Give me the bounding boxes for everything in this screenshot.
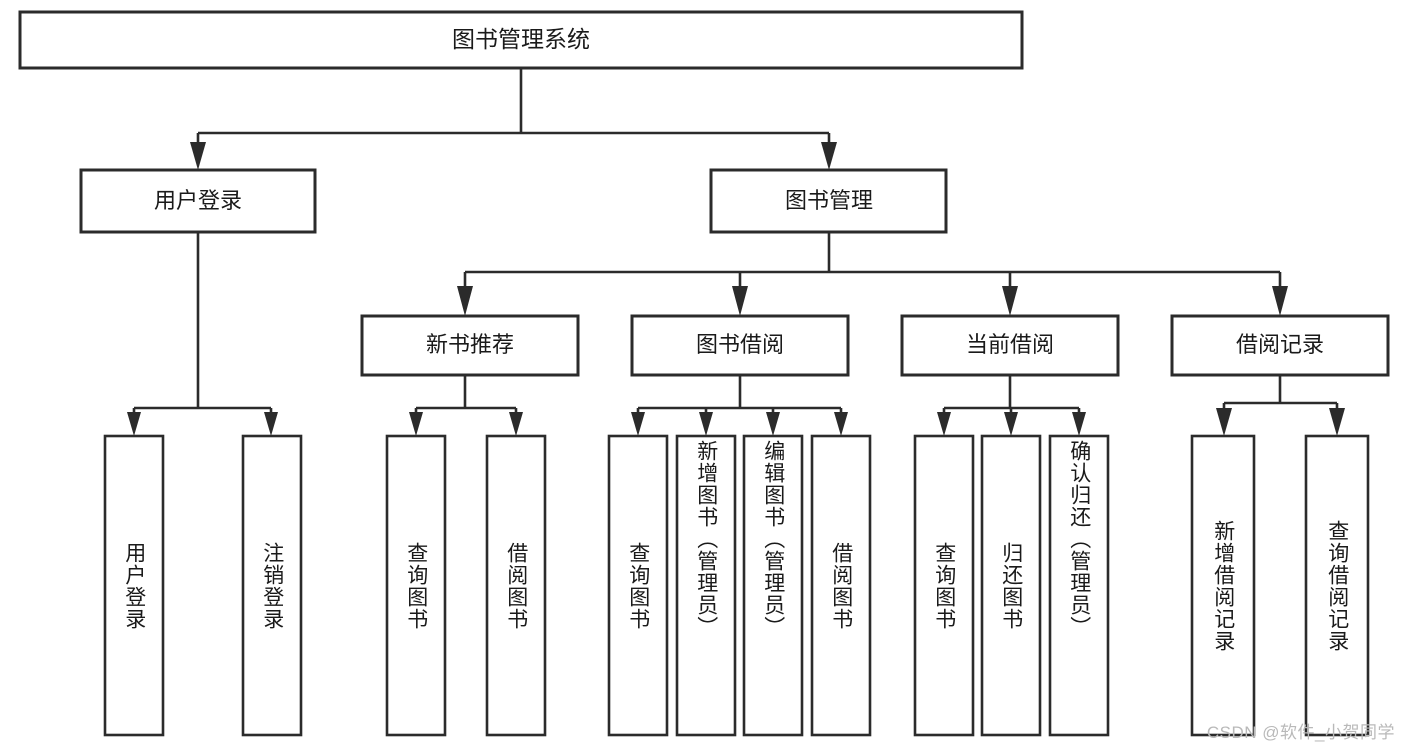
arrow-head-leaf-book-borrow-3 [834, 412, 848, 436]
leaf-box-book-borrow-2[interactable] [742, 434, 804, 737]
connector-group-user-login [127, 232, 278, 436]
node-borrow-record-box[interactable] [1170, 314, 1390, 377]
csdn-watermark: CSDN @软件_小贺同学 [1206, 723, 1395, 742]
arrow-head-user-login [190, 142, 206, 170]
leaf-box-new-book-0[interactable] [385, 434, 447, 737]
arrow-head-leaf-user-login-1 [264, 412, 278, 436]
node-root-box[interactable] [18, 10, 1024, 70]
connector-group-root [190, 68, 837, 170]
arrow-head-book-mgmt [821, 142, 837, 170]
leaf-box-current-borrow-2[interactable] [1048, 434, 1110, 737]
arrow-head-leaf-user-login-0 [127, 412, 141, 436]
node-new-book-box[interactable] [360, 314, 580, 377]
arrow-head-leaf-book-borrow-0 [631, 412, 645, 436]
arrow-head-leaf-borrow-record-0 [1216, 408, 1232, 436]
arrow-head-leaf-book-borrow-1 [699, 412, 713, 436]
leaf-box-current-borrow-1[interactable] [980, 434, 1042, 737]
leaf-box-borrow-record-0[interactable] [1190, 434, 1256, 737]
node-new-book-label: 新书推荐 [426, 332, 514, 357]
leaf-box-user-login-0[interactable] [103, 434, 165, 737]
node-book-mgmt-box[interactable] [709, 168, 948, 234]
node-book-mgmt-label: 图书管理 [785, 188, 873, 213]
arrow-head-book-borrow [732, 286, 748, 316]
leaf-box-book-borrow-0[interactable] [607, 434, 669, 737]
node-current-borrow-box[interactable] [900, 314, 1120, 377]
node-borrow-record-label: 借阅记录 [1236, 332, 1324, 357]
arrow-head-leaf-current-borrow-0 [937, 412, 951, 436]
node-user-login-label: 用户登录 [154, 188, 242, 213]
arrow-head-new-book [457, 286, 473, 316]
leaf-box-user-login-1[interactable] [241, 434, 303, 737]
leaf-box-book-borrow-3[interactable] [810, 434, 872, 737]
connector-group-borrow-record [1216, 375, 1345, 436]
arrow-head-borrow-record [1272, 286, 1288, 316]
node-user-login-box[interactable] [79, 168, 317, 234]
node-current-borrow-label: 当前借阅 [966, 332, 1054, 357]
connector-group-current-borrow [937, 375, 1086, 436]
node-root-label: 图书管理系统 [452, 26, 590, 52]
leaf-box-new-book-1[interactable] [485, 434, 547, 737]
arrow-head-leaf-current-borrow-2 [1072, 412, 1086, 436]
connector-group-book-mgmt [457, 232, 1288, 316]
leaf-box-book-borrow-1[interactable] [675, 434, 737, 737]
leaf-box-current-borrow-0[interactable] [913, 434, 975, 737]
node-book-borrow-box[interactable] [630, 314, 850, 377]
connector-group-new-book [409, 375, 523, 436]
arrow-head-current-borrow [1002, 286, 1018, 316]
arrow-head-leaf-new-book-0 [409, 412, 423, 436]
arrow-head-leaf-borrow-record-1 [1329, 408, 1345, 436]
arrow-head-leaf-new-book-1 [509, 412, 523, 436]
leaf-box-borrow-record-1[interactable] [1304, 434, 1370, 737]
arrow-head-leaf-current-borrow-1 [1004, 412, 1018, 436]
arrow-head-leaf-book-borrow-2 [766, 412, 780, 436]
node-book-borrow-label: 图书借阅 [696, 332, 784, 357]
connector-group-book-borrow [631, 375, 848, 436]
